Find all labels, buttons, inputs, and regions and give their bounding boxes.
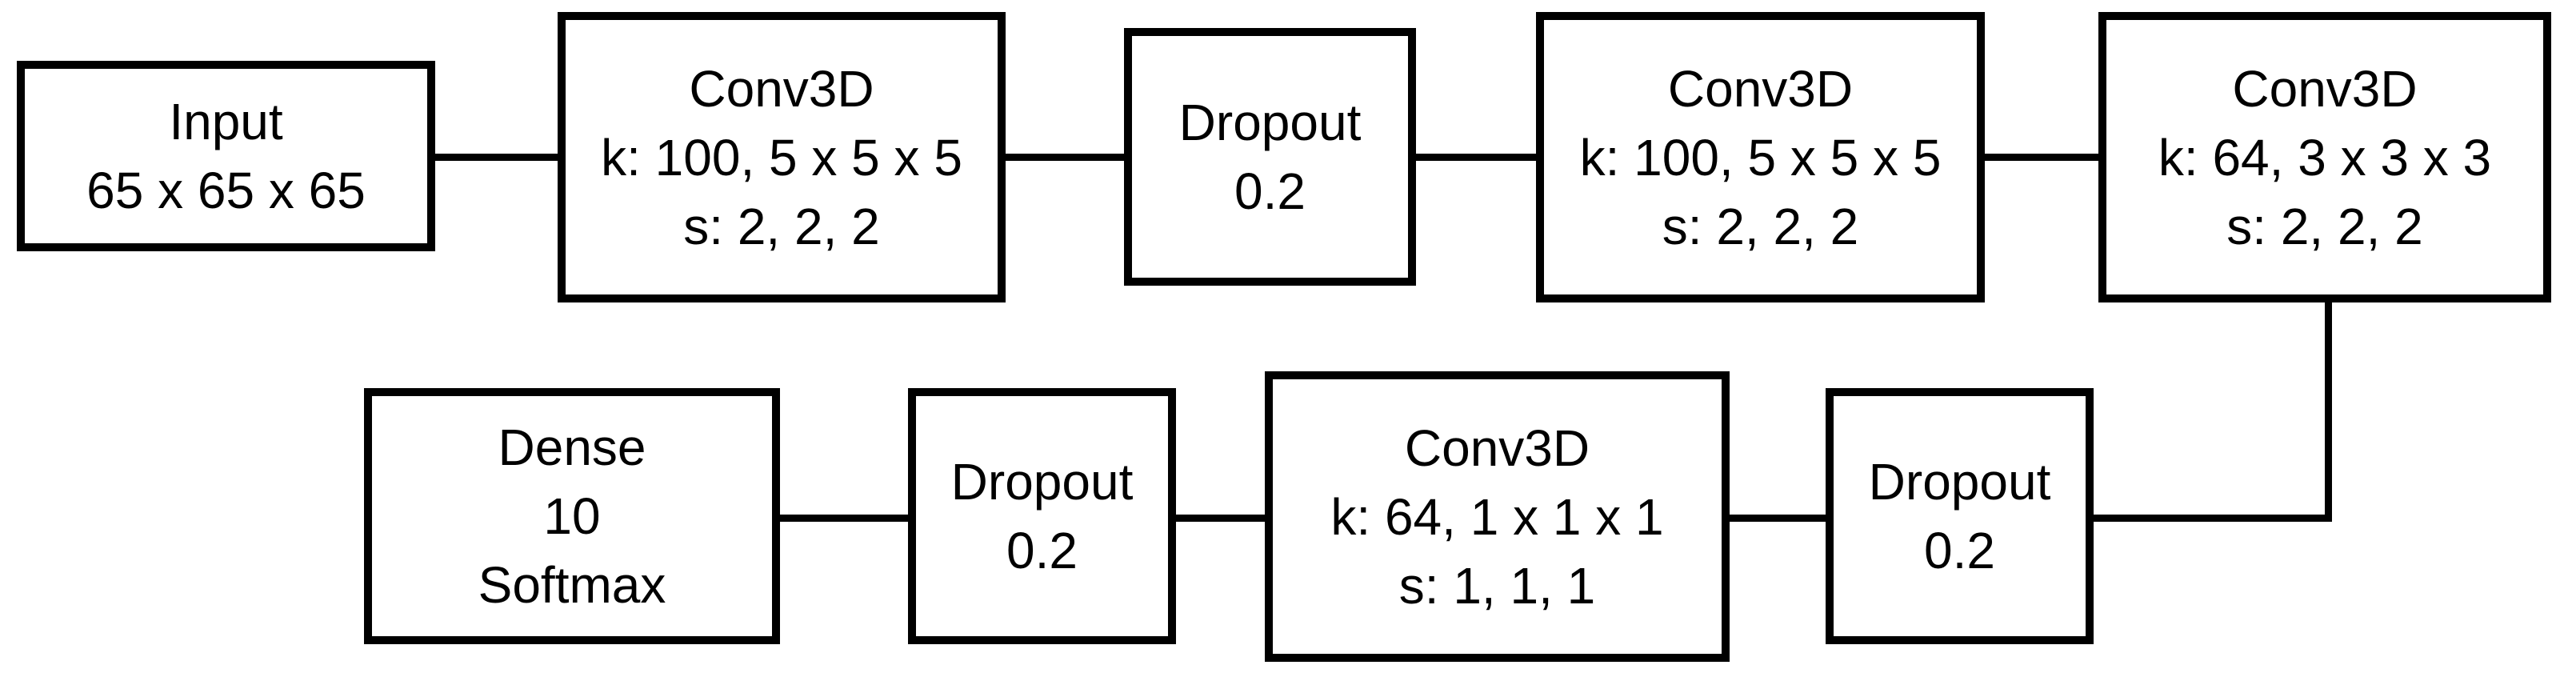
node-input-line-1: 65 x 65 x 65 xyxy=(86,162,366,219)
edge-conv3d1-dropout1 xyxy=(1006,154,1124,161)
node-dropout-1: Dropout 0.2 xyxy=(1124,28,1416,286)
edge-dropout2-dense xyxy=(780,515,908,522)
node-dropout-2-line-1: 0.2 xyxy=(1006,522,1078,579)
node-dropout-3-line-0: Dropout xyxy=(1868,453,2051,511)
node-dense-line-2: Softmax xyxy=(478,556,666,614)
node-conv3d-2: Conv3D k: 100, 5 x 5 x 5 s: 2, 2, 2 xyxy=(1536,12,1985,302)
node-conv3d-2-line-0: Conv3D xyxy=(1667,59,1854,118)
node-dropout-2-line-0: Dropout xyxy=(950,453,1134,511)
node-conv3d-2-line-2: s: 2, 2, 2 xyxy=(1662,197,1859,255)
node-conv3d-1-line-0: Conv3D xyxy=(689,59,874,118)
node-conv3d-1-line-1: k: 100, 5 x 5 x 5 xyxy=(601,128,962,186)
node-input: Input 65 x 65 x 65 xyxy=(17,61,435,251)
node-dense-line-0: Dense xyxy=(498,419,646,476)
edge-conv3d2-conv3d3 xyxy=(1985,154,2098,161)
node-conv3d-4-line-2: s: 1, 1, 1 xyxy=(1398,556,1596,615)
node-dense-line-1: 10 xyxy=(543,487,601,545)
node-dropout-2: Dropout 0.2 xyxy=(908,388,1176,644)
edge-conv3d4-dropout2 xyxy=(1176,515,1265,522)
node-conv3d-3-line-0: Conv3D xyxy=(2232,59,2418,118)
node-conv3d-1-line-2: s: 2, 2, 2 xyxy=(683,197,880,255)
node-conv3d-4-line-0: Conv3D xyxy=(1404,419,1590,477)
edge-conv3d3-down xyxy=(2325,302,2332,522)
node-conv3d-4-line-1: k: 64, 1 x 1 x 1 xyxy=(1330,487,1664,546)
node-conv3d-4: Conv3D k: 64, 1 x 1 x 1 s: 1, 1, 1 xyxy=(1265,371,1730,662)
edge-dropout3-conv3d4 xyxy=(1730,515,1826,522)
node-conv3d-3-line-1: k: 64, 3 x 3 x 3 xyxy=(2158,128,2492,186)
node-input-line-0: Input xyxy=(169,93,283,150)
node-dropout-3-line-1: 0.2 xyxy=(1924,522,1995,579)
edge-elbow-dropout3 xyxy=(2094,515,2332,522)
node-conv3d-3: Conv3D k: 64, 3 x 3 x 3 s: 2, 2, 2 xyxy=(2098,12,2551,302)
edge-dropout1-conv3d2 xyxy=(1416,154,1536,161)
node-dropout-3: Dropout 0.2 xyxy=(1826,388,2094,644)
node-dropout-1-line-0: Dropout xyxy=(1178,94,1362,151)
node-conv3d-3-line-2: s: 2, 2, 2 xyxy=(2226,197,2423,255)
edge-input-conv3d1 xyxy=(435,154,558,161)
node-conv3d-2-line-1: k: 100, 5 x 5 x 5 xyxy=(1579,128,1942,186)
node-conv3d-1: Conv3D k: 100, 5 x 5 x 5 s: 2, 2, 2 xyxy=(558,12,1006,302)
node-dropout-1-line-1: 0.2 xyxy=(1234,162,1306,220)
